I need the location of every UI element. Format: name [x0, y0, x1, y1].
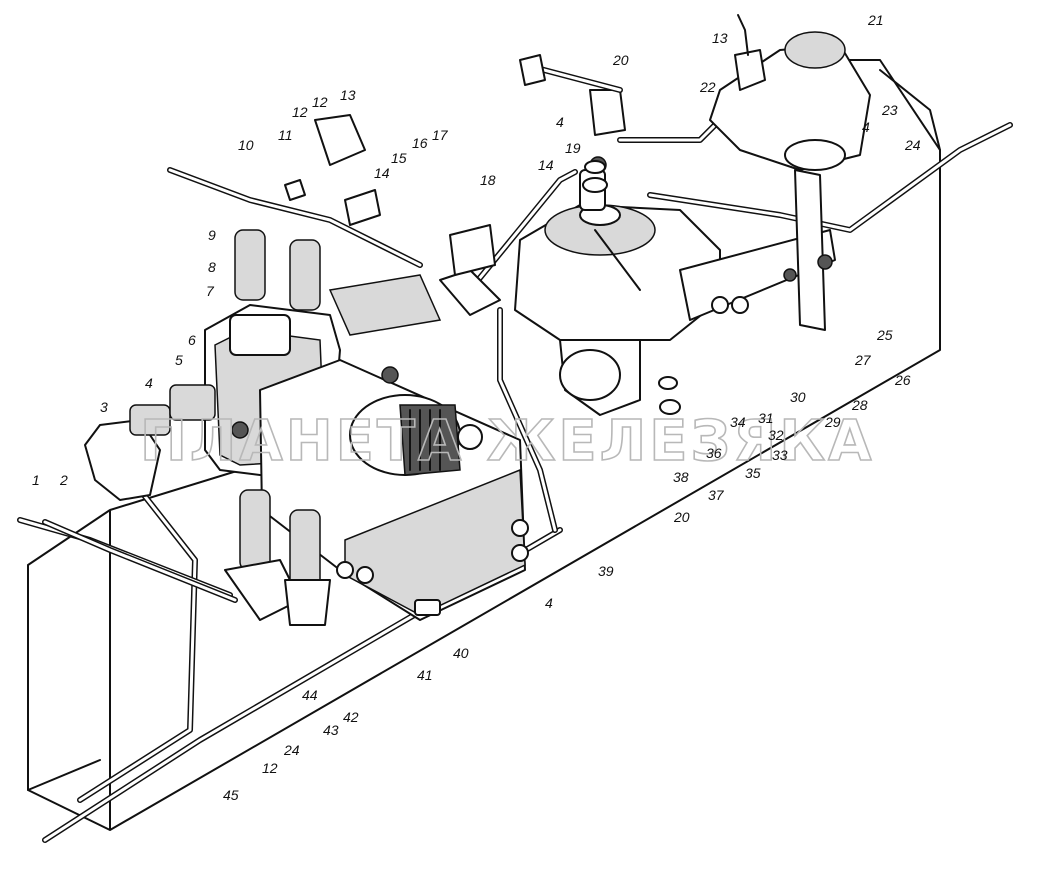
lower-tubes	[17, 117, 1013, 843]
callout-label-28: 23	[881, 102, 898, 118]
callout-label-30: 25	[876, 327, 893, 343]
callout-label-53: 12	[262, 760, 278, 776]
callout-label-35: 30	[790, 389, 806, 405]
callout-label-4: 4	[145, 375, 153, 391]
callout-label-25: 22	[699, 79, 716, 95]
callout-label-45: 39	[598, 563, 614, 579]
callout-label-16: 15	[391, 150, 407, 166]
callout-label-51: 44	[302, 687, 318, 703]
callout-label-24: 13	[712, 30, 728, 46]
callout-label-13: 12	[312, 94, 328, 110]
callout-label-3: 3	[100, 399, 108, 415]
callout-label-38: 33	[772, 447, 788, 463]
callout-label-2: 2	[59, 472, 68, 488]
callout-label-50: 43	[323, 722, 339, 738]
nuts-and-washers	[414, 160, 681, 616]
callout-label-27: 4	[862, 119, 870, 135]
callout-label-43: 38	[673, 469, 689, 485]
callout-label-23: 20	[612, 52, 629, 68]
callout-label-52: 24	[283, 742, 300, 758]
callout-label-9: 9	[208, 227, 216, 243]
callout-label-14: 13	[340, 87, 356, 103]
callout-label-37: 32	[768, 427, 784, 443]
callout-label-48: 41	[417, 667, 433, 683]
callout-label-34: 29	[824, 414, 841, 430]
callout-label-47: 40	[453, 645, 469, 661]
callout-label-19: 18	[480, 172, 496, 188]
callout-label-12: 12	[292, 104, 308, 120]
brake-chamber-box	[259, 359, 526, 621]
callout-label-17: 16	[412, 135, 428, 151]
callout-label-33: 28	[851, 397, 868, 413]
callout-label-11: 11	[278, 127, 293, 143]
frame-outline	[27, 59, 941, 831]
callout-label-22: 4	[556, 114, 564, 130]
callout-label-31: 26	[894, 372, 911, 388]
callout-label-15: 14	[374, 165, 390, 181]
callout-label-41: 36	[706, 445, 722, 461]
callout-label-40: 35	[745, 465, 761, 481]
callout-label-1: 1	[32, 472, 40, 488]
right-bracket	[679, 169, 836, 331]
callout-label-6: 6	[188, 332, 196, 348]
upper-fittings	[167, 114, 501, 336]
callout-label-18: 17	[432, 127, 449, 143]
callout-label-29: 24	[904, 137, 921, 153]
watermark: ПЛАНЕТА ЖЕЛЕЗЯКА	[140, 409, 874, 474]
top-right-valve	[519, 14, 871, 171]
callout-label-32: 27	[854, 352, 872, 368]
callout-label-21: 19	[565, 140, 581, 156]
callout-label-42: 37	[708, 487, 725, 503]
callout-label-39: 34	[730, 414, 746, 430]
lower-left-fittings	[84, 384, 374, 626]
callout-label-44: 20	[673, 509, 690, 525]
callout-label-46: 4	[545, 595, 553, 611]
callout-label-54: 45	[223, 787, 239, 803]
callout-label-8: 8	[208, 259, 216, 275]
callout-label-5: 5	[175, 352, 183, 368]
callout-label-36: 31	[758, 410, 774, 426]
callout-label-49: 42	[343, 709, 359, 725]
callout-label-26: 21	[867, 12, 884, 28]
callout-label-20: 14	[538, 157, 554, 173]
callout-label-10: 10	[238, 137, 254, 153]
callout-label-7: 7	[206, 283, 215, 299]
